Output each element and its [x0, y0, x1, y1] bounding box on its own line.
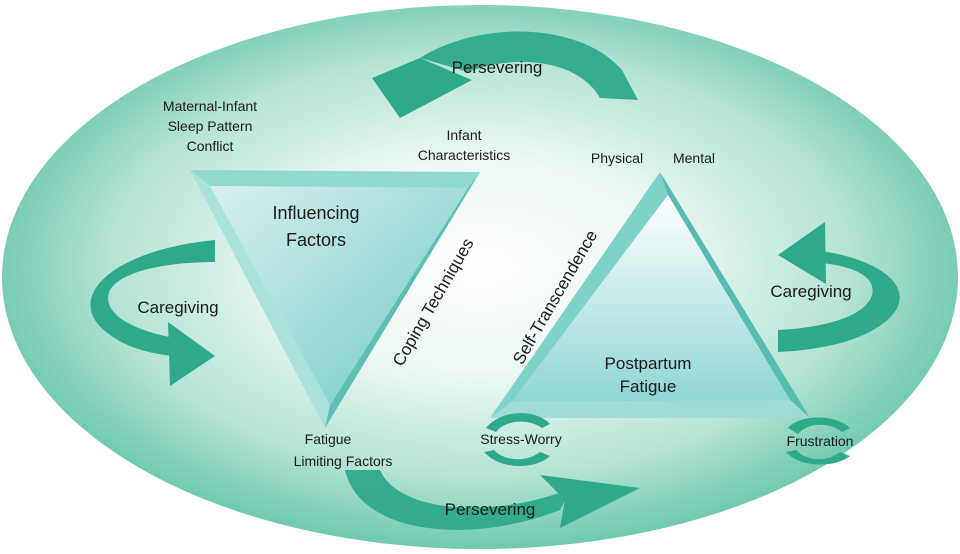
postpartum-fatigue-line1: Postpartum	[605, 354, 692, 373]
stress-worry-label: Stress-Worry	[480, 431, 561, 447]
physical-label: Physical	[591, 150, 643, 166]
fatigue-limiting-factors-line1: Fatigue	[305, 431, 352, 447]
postpartum-fatigue-triangle	[490, 172, 810, 418]
infant-characteristics-line1: Infant	[446, 127, 481, 143]
mental-label: Mental	[673, 150, 715, 166]
frustration-label: Frustration	[787, 433, 854, 449]
frustration-cycle-icon	[786, 417, 850, 465]
postpartum-fatigue-line2: Fatigue	[620, 377, 677, 396]
influencing-factors-line2: Factors	[286, 230, 346, 250]
influencing-factors-line1: Influencing	[272, 203, 359, 223]
caregiving-right-arrow	[778, 222, 900, 352]
stress-worry-cycle-icon	[484, 413, 550, 467]
caregiving-left-arrow	[90, 240, 215, 386]
persevering-bottom-arrow	[345, 470, 640, 530]
conflict-label-line3: Conflict	[187, 138, 234, 154]
persevering-bottom-label: Persevering	[445, 500, 536, 519]
conflict-label-line1: Maternal-Infant	[163, 98, 257, 114]
conflict-label-line2: Sleep Pattern	[168, 118, 253, 134]
infant-characteristics-line2: Characteristics	[418, 147, 511, 163]
fatigue-limiting-factors-line2: Limiting Factors	[294, 453, 393, 469]
caregiving-right-label: Caregiving	[770, 282, 851, 301]
persevering-top-label: Persevering	[452, 58, 543, 77]
caregiving-left-label: Caregiving	[137, 298, 218, 317]
influencing-factors-triangle	[190, 170, 480, 428]
persevering-top-arrow	[372, 31, 638, 118]
